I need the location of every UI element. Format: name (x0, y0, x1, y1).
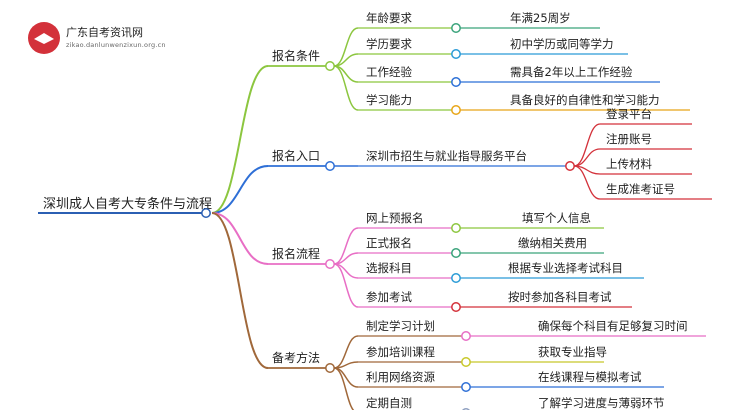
leaf-label: 学历要求 (366, 37, 412, 51)
leaf-detail: 根据专业选择考试科目 (508, 261, 623, 275)
node-circle (325, 259, 335, 269)
connector-line (211, 212, 269, 369)
leaf-detail: 具备良好的自律性和学习能力 (510, 93, 660, 107)
connector-line (211, 165, 269, 214)
leaf-label: 参加考试 (366, 290, 412, 304)
graduation-cap-icon (28, 22, 60, 54)
logo-subtitle: zikao.danlunwenzixun.org.cn (66, 41, 166, 49)
entry-step-label: 注册账号 (606, 132, 652, 146)
node-circle (451, 23, 461, 33)
connector-line (573, 123, 601, 167)
connector-line (333, 263, 359, 308)
leaf-detail: 填写个人信息 (522, 211, 591, 225)
leaf-detail: 在线课程与模拟考试 (538, 370, 642, 384)
entry-step-label: 生成准考证号 (606, 182, 675, 196)
leaf-detail: 年满25周岁 (510, 11, 571, 25)
entry-step-label: 上传材料 (606, 157, 652, 171)
leaf-detail: 初中学历或同等学力 (510, 37, 614, 51)
node-circle (201, 208, 211, 218)
entry-step-label: 登录平台 (606, 107, 652, 121)
node-circle (451, 223, 461, 233)
node-circle (451, 273, 461, 283)
leaf-label: 制定学习计划 (366, 319, 435, 333)
leaf-detail: 获取专业指导 (538, 345, 607, 359)
leaf-label: 学习能力 (366, 93, 412, 107)
root-node-label: 深圳成人自考大专条件与流程 (43, 196, 212, 212)
leaf-label: 定期自测 (366, 396, 412, 410)
node-circle (461, 331, 471, 341)
leaf-detail: 需具备2年以上工作经验 (510, 65, 633, 79)
connector-line (211, 212, 269, 265)
node-circle (461, 357, 471, 367)
leaf-label: 正式报名 (366, 236, 412, 250)
node-circle (325, 61, 335, 71)
connector-line (333, 65, 359, 111)
leaf-detail: 确保每个科目有足够复习时间 (538, 319, 688, 333)
connector-line (333, 361, 359, 369)
connector-line (333, 27, 359, 67)
leaf-label: 选报科目 (366, 261, 412, 275)
node-circle (325, 161, 335, 171)
site-logo: 广东自考资讯网 zikao.danlunwenzixun.org.cn (28, 20, 238, 60)
leaf-detail: 按时参加各科目考试 (508, 290, 612, 304)
branch-label: 报名流程 (272, 246, 320, 261)
node-circle (451, 248, 461, 258)
node-circle (451, 105, 461, 115)
leaf-label: 利用网络资源 (366, 370, 435, 384)
leaf-label: 深圳市招生与就业指导服务平台 (366, 149, 527, 163)
node-circle (451, 49, 461, 59)
connector-line (333, 335, 359, 369)
logo-title: 广东自考资讯网 (66, 26, 143, 39)
node-circle (451, 77, 461, 87)
branch-label: 报名入口 (272, 148, 320, 163)
leaf-label: 工作经验 (366, 65, 412, 79)
leaf-label: 年龄要求 (366, 11, 412, 25)
node-circle (325, 363, 335, 373)
connector-line (573, 165, 601, 200)
branch-label: 备考方法 (272, 350, 320, 365)
leaf-detail: 了解学习进度与薄弱环节 (538, 396, 665, 410)
node-circle (461, 382, 471, 392)
connector-line (573, 148, 601, 167)
connector-line (333, 367, 359, 388)
node-circle (565, 161, 575, 171)
leaf-label: 网上预报名 (366, 211, 424, 225)
branch-label: 报名条件 (272, 48, 320, 63)
leaf-label: 参加培训课程 (366, 345, 435, 359)
connector-line (333, 367, 355, 410)
node-circle (451, 302, 461, 312)
connector-line (211, 65, 269, 214)
leaf-detail: 缴纳相关费用 (518, 236, 587, 250)
